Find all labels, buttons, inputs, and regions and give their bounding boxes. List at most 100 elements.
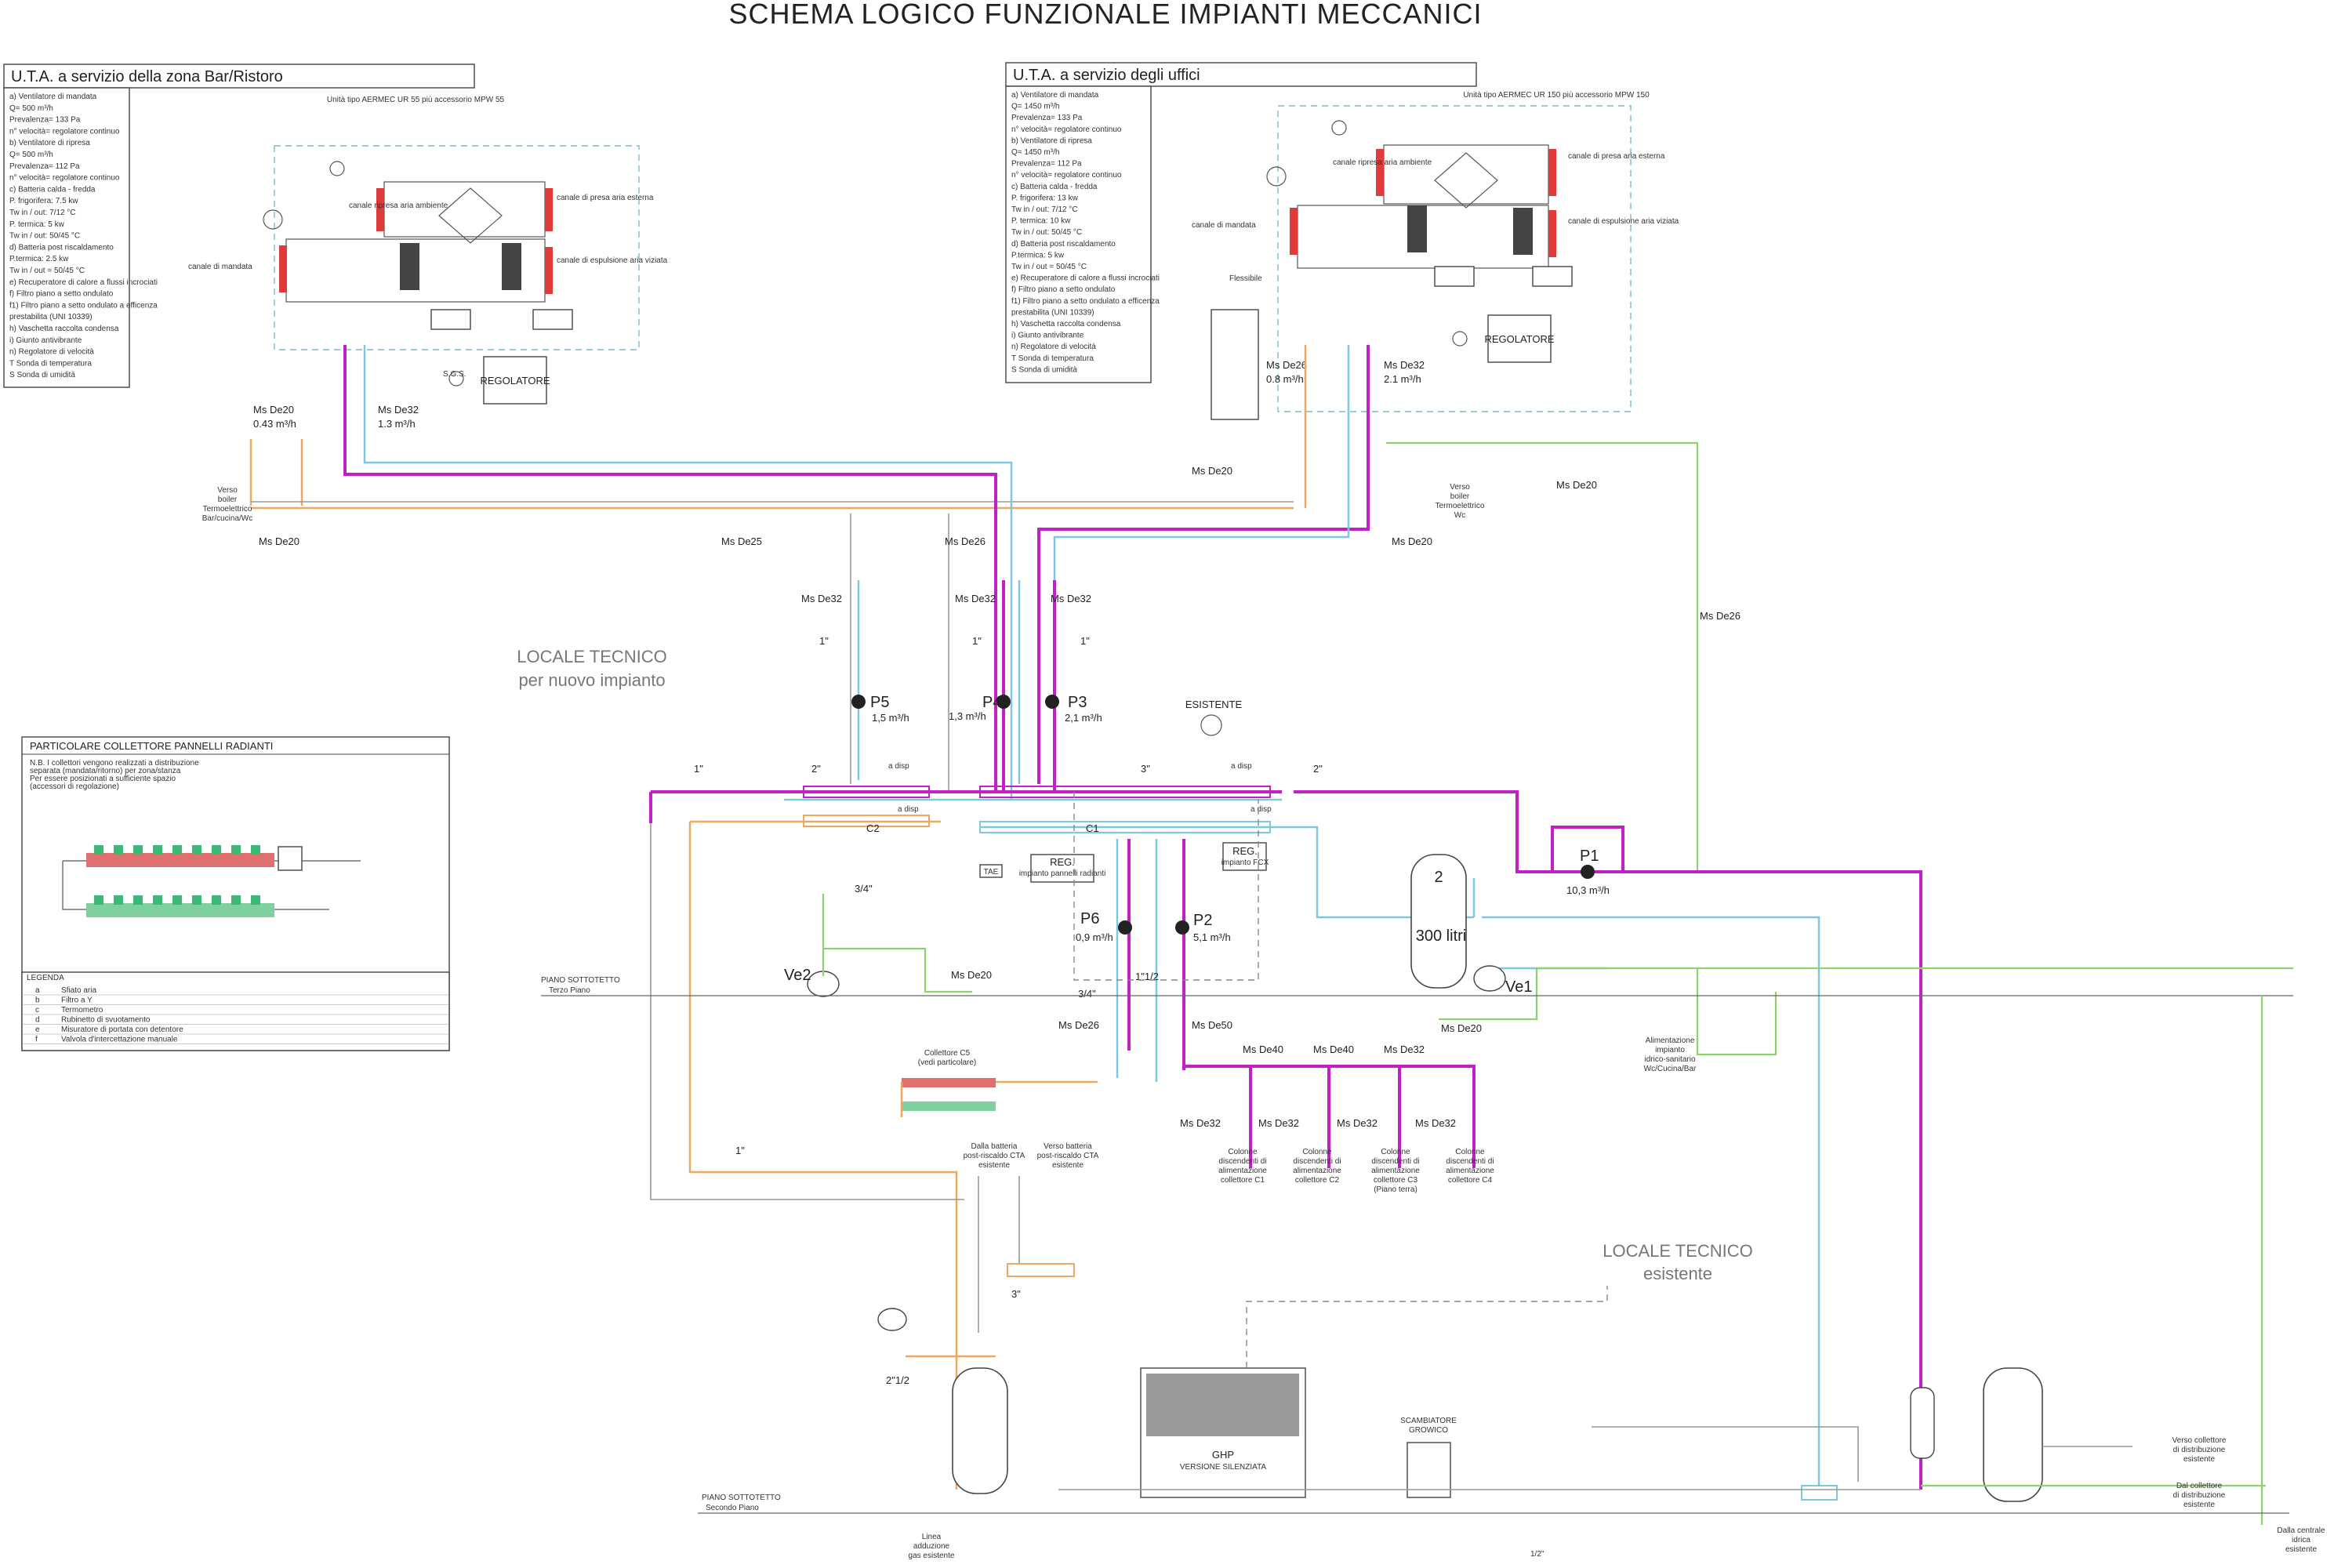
collector-tap-icon (114, 845, 123, 855)
boiler-left-tank (952, 1367, 1008, 1494)
dalla-batteria-line: Dalla batteria (971, 1142, 1018, 1151)
uta-left-spec-line: f) Filtro piano a setto ondulato (9, 290, 114, 299)
colonna-label-line: discendenti di (1218, 1157, 1266, 1166)
collector-tap-icon (251, 845, 260, 855)
uta-right-spec-line: T Sonda di temperatura (1011, 354, 1094, 363)
uta-right-pipe1: Ms De26 (1266, 359, 1307, 371)
collector-tap-icon (114, 895, 123, 905)
colonna-label-line: alimentazione (1446, 1167, 1494, 1175)
label-1-half: 1"1/2 (1135, 971, 1159, 982)
legenda-key: d (35, 1016, 40, 1025)
secondo-piano-label: Secondo Piano (706, 1504, 759, 1512)
collector-c1-label: C1 (1086, 822, 1099, 834)
particolare-note-line: N.B. I collettori vengono realizzati a d… (30, 759, 199, 768)
uta-right-spec-line: f) Filtro piano a setto ondulato (1011, 285, 1116, 294)
particolare-note-line: (accessori di regolazione) (30, 782, 119, 791)
alimentazione-line: impianto (1655, 1046, 1685, 1054)
c5-pipes (900, 1080, 1098, 1117)
dalla-centrale-line: Dalla centrale (2277, 1526, 2325, 1535)
label-inch-lower-left: 1" (735, 1145, 745, 1156)
tae-label: TAE (984, 868, 999, 877)
uta-left-spec-line: b) Ventilatore di ripresa (9, 139, 90, 147)
legenda-key: c (35, 1006, 39, 1014)
uta-right-upper-section (1383, 144, 1549, 205)
label-2inch-left: 2" (811, 763, 821, 775)
uta-left-spec-line: S Sonda di umidità (9, 371, 75, 379)
pump-risers-cyan (857, 580, 1021, 784)
uta-right-flessibile: Flessibile (1229, 274, 1262, 283)
uta-left-panel: U.T.A. a servizio della zona Bar/Ristoro… (3, 64, 668, 430)
collector-tap-icon (94, 845, 103, 855)
particolare-header: PARTICOLARE COLLETTORE PANNELLI RADIANTI (30, 740, 273, 752)
collector-tap-icon (153, 895, 162, 905)
dalla-centrale-line: idrica (2292, 1536, 2310, 1544)
reg-fcx-sub: impianto FCX (1221, 858, 1269, 867)
esistente-meter-icon (1200, 714, 1222, 736)
legenda-box (21, 971, 450, 1051)
alimentazione-line: idrico-sanitario (1644, 1055, 1695, 1064)
label-de20-ve2: Ms De20 (951, 969, 992, 981)
uta-right-spec-line: S Sonda di umidità (1011, 365, 1077, 374)
collector-tap-icon (231, 845, 241, 855)
label-half-inch: 1/2" (1530, 1550, 1545, 1559)
legenda-key: a (35, 986, 40, 995)
uta-left-fan-1 (430, 309, 471, 330)
colonna-label-line: discendenti di (1371, 1157, 1419, 1166)
collettore-c5-line: (vedi particolare) (918, 1058, 976, 1067)
uta-left-canale-ripresa: canale ripresa aria ambiente (349, 201, 448, 210)
label-a-disp-4: a disp (1250, 805, 1272, 814)
linea-gas-line: adduzione (913, 1542, 950, 1551)
uta-right-spec-line: Q= 1450 m³/h (1011, 103, 1059, 111)
label-de25: Ms De25 (721, 535, 762, 547)
collettore-c5-label: Collettore C5(vedi particolare) (918, 1049, 976, 1067)
uta-right-sgs-icon (1452, 331, 1468, 347)
uta-left-spec-line: a) Ventilatore di mandata (9, 93, 97, 101)
uta-right-enclosure (1277, 105, 1632, 412)
p6-p2-cyan-risers (1116, 839, 1158, 1082)
uta-right-fan-2 (1532, 266, 1573, 287)
uta-right-spec-line: Tw in / out = 50/45 °C (1011, 263, 1087, 271)
label-de32-p3: Ms De32 (1051, 593, 1091, 604)
uta-left-tm-sensor (263, 209, 283, 230)
uta-right-canale-ripresa: canale ripresa aria ambiente (1333, 158, 1432, 167)
collector-cyan-c1 (980, 826, 1474, 919)
colonna-label-line: collettore C4 (1448, 1176, 1493, 1185)
uta-left-spec-line: n° velocità= regolatore continuo (9, 174, 120, 183)
collector-tap-icon (192, 895, 201, 905)
left-orange-loop (688, 820, 958, 1254)
uta-left-spec-line: P.termica: 2.5 kw (9, 255, 69, 263)
uta-right-spec-line: h) Vaschetta raccolta condensa (1011, 320, 1121, 328)
collector-tap-icon (192, 845, 201, 855)
lower-grey-lines (1058, 1426, 2133, 1490)
boiler-grey (978, 1176, 1074, 1333)
label-de26-right: Ms De26 (1700, 610, 1741, 622)
legenda-value: Sfiato aria (61, 986, 96, 995)
reg-signal-dash (1073, 792, 1259, 981)
uta-right-fan-1 (1434, 266, 1475, 287)
pump-p4-icon (996, 695, 1011, 709)
pump-p1-flow: 10,3 m³/h (1566, 884, 1610, 896)
colonna-label-line: discendenti di (1446, 1157, 1494, 1166)
reg-fcx-label: REG. (1232, 845, 1258, 857)
label-inch-p3: 1" (1080, 635, 1090, 647)
particolare-note: N.B. I collettori vengono realizzati a d… (30, 759, 199, 791)
alimentazione-line: Wc/Cucina/Bar (1644, 1065, 1697, 1073)
uta-right-damper-1 (1376, 149, 1384, 196)
legenda-key: f (35, 1036, 38, 1044)
ghp-sub: VERSIONE SILENZIATA (1180, 1463, 1267, 1472)
colonna-label-line: discendenti di (1293, 1157, 1341, 1166)
collector-tap-icon (212, 895, 221, 905)
piano-sottotetto-lower: PIANO SOTTOTETTO (702, 1494, 781, 1502)
uta-left-regolatore-box (483, 356, 547, 405)
label-inch-left-collector: 1" (694, 763, 703, 775)
reg-pannelli-label: REG. (1050, 856, 1075, 868)
uta-right-coil (1407, 205, 1427, 252)
uta-right-spec-line: Tw in / out: 50/45 °C (1011, 228, 1082, 237)
linea-gas-line: Linea (922, 1533, 942, 1541)
